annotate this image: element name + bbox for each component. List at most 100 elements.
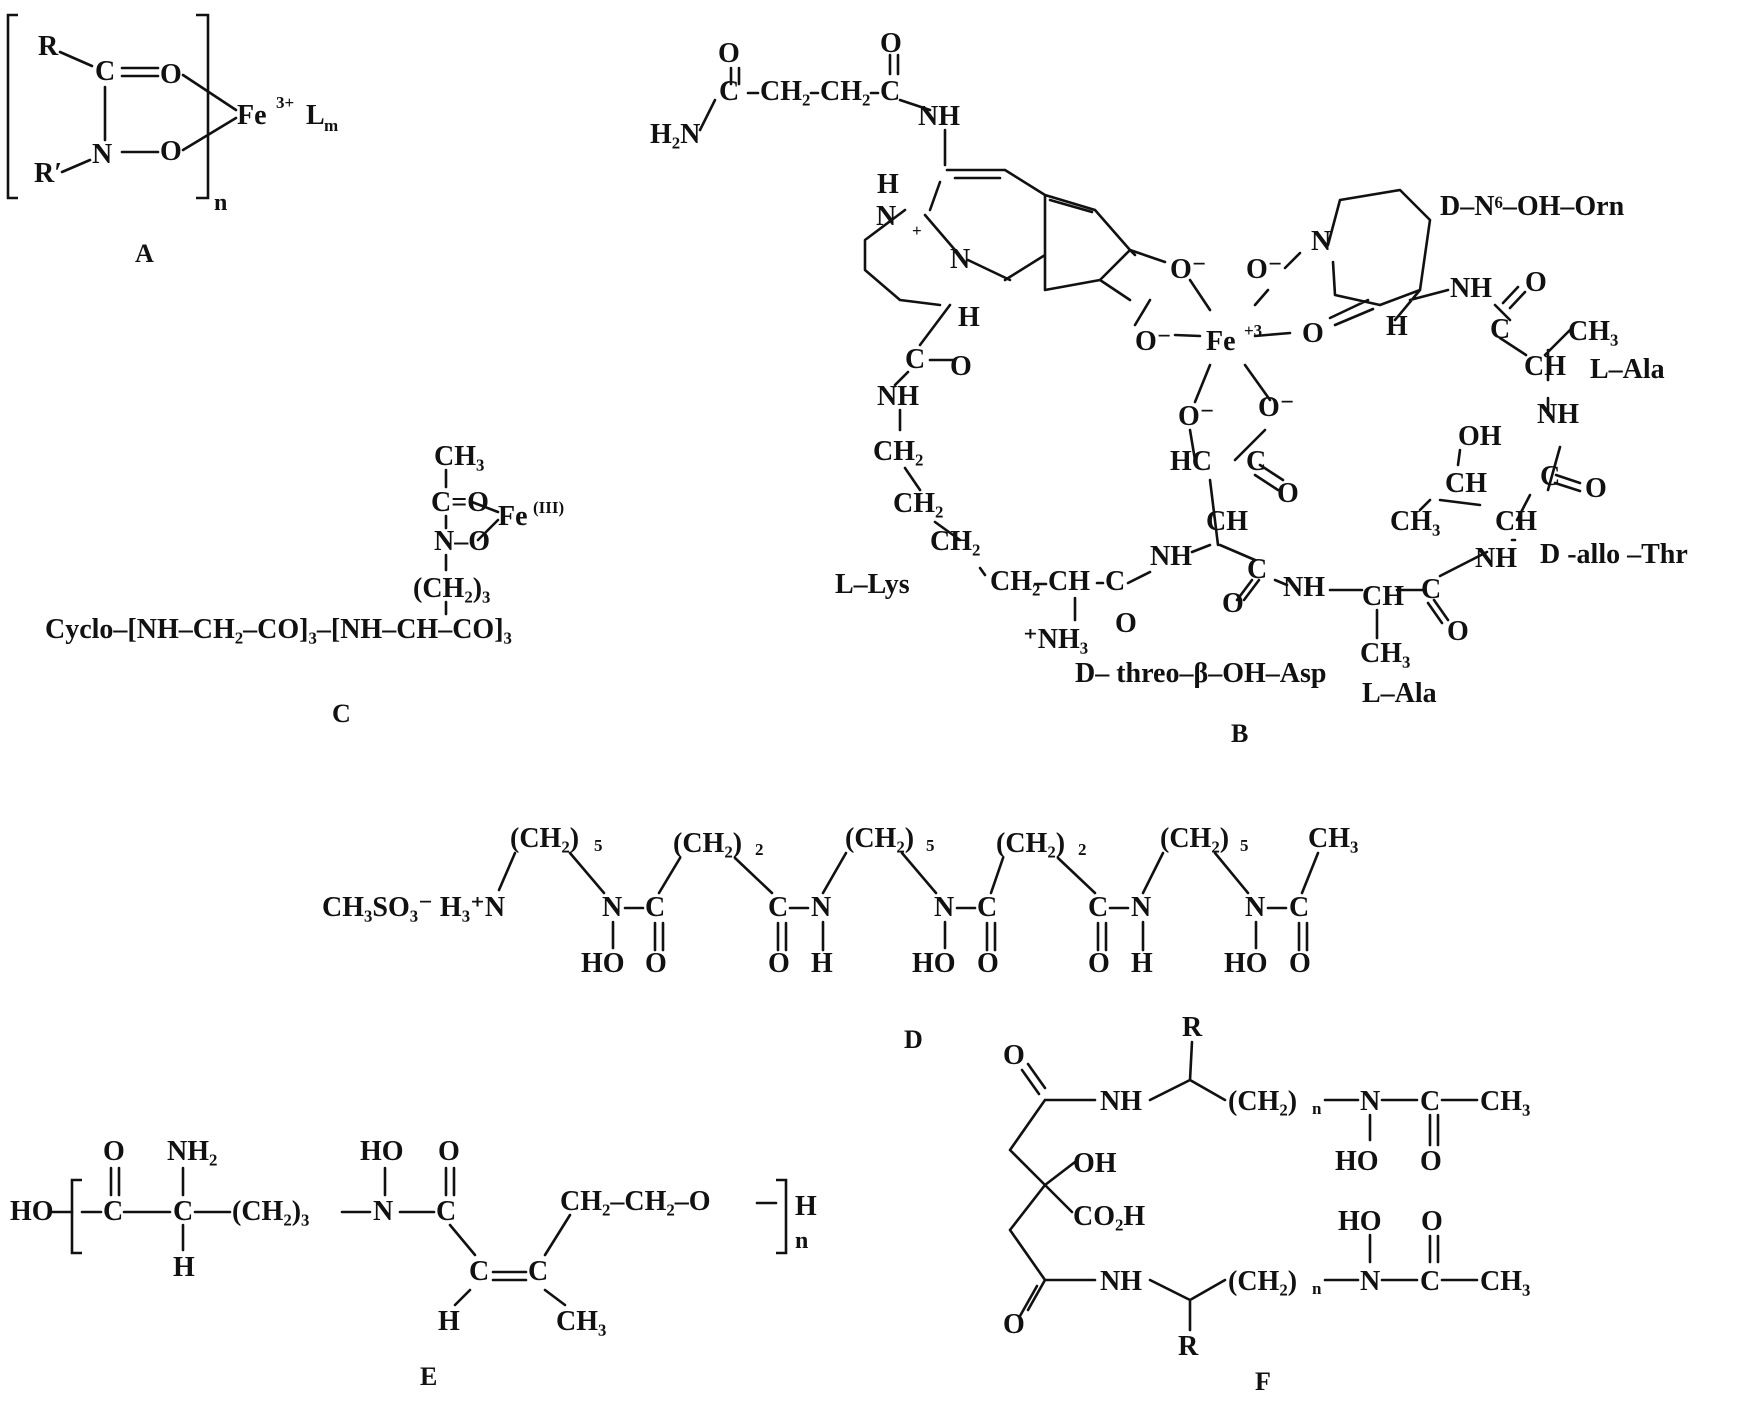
b-nh-top: NH [918,101,960,132]
f-ho-2: HO [1338,1206,1382,1237]
e-h-1: H [173,1252,195,1283]
a-o-bottom: O [160,136,182,167]
b-h2n: H₂N [650,119,700,150]
b-ch3-1: CH₃ [1568,316,1618,347]
bonds-b [698,53,1582,640]
b-fe-charge: +3 [1244,321,1262,340]
f-n-1: N [1360,1086,1380,1117]
b-c-7: C [1246,446,1266,477]
f-ho-1: HO [1335,1146,1379,1177]
b-nh-2: NH [1537,399,1579,430]
d-h-1: H [811,948,833,979]
b-ch2-lys-1: CH₂ [990,566,1040,597]
d-o-5: O [1289,948,1311,979]
e-o-2: O [438,1136,460,1167]
b-res-lys: L–Lys [835,569,910,600]
b-res-asp: D– threo–β–OH–Asp [1075,658,1326,689]
b-o-carbonyl: O [1302,318,1324,349]
f-sub-n-2: n [1312,1279,1322,1298]
structure-d: CH₃SO₃⁻ H₃⁺N (CH₂) 5 N HO C O (CH₂) 2 C … [322,823,1358,979]
e-c-4: C [469,1256,489,1287]
b-c-2: C [880,76,900,107]
bonds-d [497,851,1320,952]
e-h-2: H [438,1306,460,1337]
b-o-3: O [1525,267,1547,298]
d-sub5-1: 5 [594,836,603,855]
b-nh-5: NH [1150,541,1192,572]
b-fe: Fe [1206,326,1236,357]
structure-a: R C O N O R′ Fe 3+ L m n [6,13,338,216]
b-ch2-1: CH₂ [760,76,810,107]
b-n-orn: N [1311,226,1331,257]
b-ch2-lys-2: CH₂ [930,526,980,557]
structure-e: HO O C NH₂ C H (CH₂)₃ HO N O C C H C CH₃… [10,1136,817,1337]
b-nh-4: NH [1283,572,1325,603]
b-c-3: C [1490,314,1510,345]
f-o-2: O [1420,1146,1442,1177]
d-c-2: C [768,892,788,923]
b-o-5: O [1447,616,1469,647]
a-fe-charge: 3+ [276,93,294,112]
b-ch-ala: CH [1362,581,1404,612]
b-c-6: C [1247,554,1267,585]
a-r-prime: R′ [34,158,62,189]
f-n-2: N [1360,1266,1380,1297]
b-c-amide: C [905,344,925,375]
structure-b: O O C CH₂ CH₂ C H₂N NH H N + N H C O NH … [650,28,1688,709]
b-res-ala2: L–Ala [1362,678,1437,709]
d-salt: CH₃SO₃⁻ H₃⁺N [322,892,505,923]
c-ch3: CH₃ [434,441,484,472]
e-o-1: O [103,1136,125,1167]
e-bracket-right [776,1178,788,1255]
bonds-f [1008,1040,1479,1332]
label-e: E [420,1362,437,1391]
f-o-1: O [1003,1040,1025,1071]
bracket-right [196,13,210,200]
b-c-1: C [719,76,739,107]
b-c-8: C [1105,566,1125,597]
e-ch2ch2o: CH₂–CH₂–O [560,1186,711,1217]
b-h-orn: H [1386,311,1408,342]
b-nh-3: NH [1475,543,1517,574]
d-h-2: H [1131,948,1153,979]
label-b: B [1231,719,1248,748]
b-h-2: H [958,302,980,333]
f-co2h: CO₂H [1073,1201,1145,1232]
d-o-1: O [645,948,667,979]
f-nh-2: NH [1100,1266,1142,1297]
a-c: C [95,56,115,87]
b-c-5: C [1421,574,1441,605]
b-n-ring-1: N [876,201,896,232]
b-res-orn: D–N⁶–OH–Orn [1440,191,1625,222]
b-o-2: O [880,28,902,59]
b-o-minus-4: O⁻ [1178,401,1215,432]
e-h-end: H [795,1191,817,1222]
b-oh-thr: OH [1458,421,1502,452]
f-ch3-1: CH₃ [1480,1086,1530,1117]
d-ch2-2-1: (CH₂) [673,828,742,859]
e-n: N [373,1196,393,1227]
bonds-e [50,1166,778,1307]
b-o-minus-5: O⁻ [1258,392,1295,423]
b-ch3-thr: CH₃ [1390,506,1440,537]
d-c-1: C [645,892,665,923]
c-n-o: N–O [434,526,490,557]
d-ch3: CH₃ [1308,823,1358,854]
d-sub2-1: 2 [755,840,764,859]
f-c-2: C [1420,1266,1440,1297]
b-o-6: O [1222,588,1244,619]
b-o-minus-2: O⁻ [1135,326,1172,357]
b-nh-lys: NH [877,381,919,412]
b-ch-lys: CH [1048,566,1090,597]
b-o-minus-3: O⁻ [1246,254,1283,285]
d-ho-1: HO [581,948,625,979]
e-ch3: CH₃ [556,1306,606,1337]
b-o-amide: O [950,351,972,382]
e-c-1: C [103,1196,123,1227]
b-ch2-lys-4: CH₂ [873,436,923,467]
b-o-minus-1: O⁻ [1170,254,1207,285]
d-n-5: N [1245,892,1265,923]
d-sub2-2: 2 [1078,840,1087,859]
b-n-ring-2: N [950,244,970,275]
